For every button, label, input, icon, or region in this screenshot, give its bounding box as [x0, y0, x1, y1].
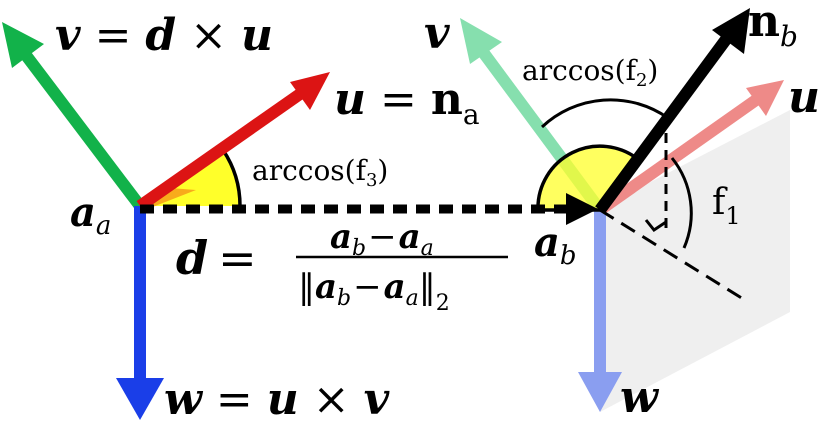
- w-arrow-left: [116, 206, 164, 420]
- arc-f1: [670, 157, 693, 249]
- arc-f3: [221, 149, 242, 207]
- label-n-b: nb: [748, 0, 798, 53]
- label-fraction-numerator: ab−aa: [330, 217, 434, 261]
- label-arccos-f2: arccos(f2): [522, 54, 658, 91]
- w-arrow-right: [578, 210, 622, 412]
- nb-arrow: [595, 8, 750, 214]
- arc-f2: [540, 98, 669, 129]
- projection-ray: [599, 208, 749, 304]
- u-arrow-right: [596, 80, 784, 215]
- plane-patch: [600, 110, 790, 412]
- angle-sector-f2: [536, 144, 642, 212]
- label-v-right: v: [424, 8, 450, 59]
- label-f1: f1: [712, 182, 741, 230]
- label-w-right: w: [620, 372, 660, 423]
- d-arrow: [140, 193, 598, 225]
- label-u-def: u = na: [334, 74, 480, 131]
- label-w-def: w = u × v: [164, 374, 390, 425]
- u-arrow-left: [136, 72, 330, 211]
- label-a-a: aa: [70, 189, 111, 241]
- label-v-def: v = d × u: [55, 10, 273, 61]
- label-fraction-denominator: ‖ab−aa‖2: [298, 267, 450, 316]
- label-a-b: ab: [534, 219, 577, 271]
- label-d-def: d=: [176, 231, 257, 285]
- label-u-right: u: [788, 72, 820, 123]
- v-arrow-left: [2, 22, 145, 210]
- label-arccos-f3: arccos(f3): [252, 154, 388, 191]
- right-angle-marker: [644, 219, 667, 233]
